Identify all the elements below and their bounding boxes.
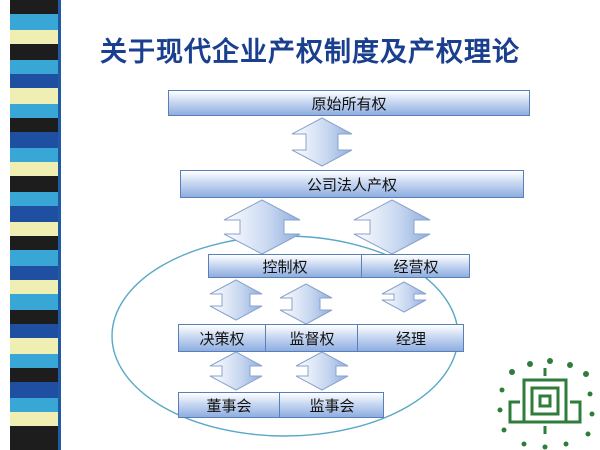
university-seal-icon	[497, 358, 595, 450]
box-label: 原始所有权	[311, 94, 387, 113]
box-label: 决策权	[199, 329, 245, 348]
double-arrow-icon	[295, 351, 349, 391]
decorative-stripe	[0, 0, 61, 450]
boards-row: 董事会 监事会	[178, 392, 384, 418]
double-arrow-icon	[209, 279, 263, 321]
board-of-directors-cell: 董事会	[179, 393, 279, 417]
management-right-cell: 经营权	[361, 255, 470, 277]
decision-supervision-manager-row: 决策权 监督权 经理	[178, 324, 464, 352]
box-label: 监督权	[289, 329, 335, 348]
decision-right-cell: 决策权	[179, 325, 265, 351]
supervision-right-cell: 监督权	[265, 325, 358, 351]
box-label: 监事会	[309, 396, 355, 415]
double-arrow-icon	[209, 351, 263, 391]
control-right-cell: 控制权	[209, 255, 361, 277]
box-label: 控制权	[262, 257, 308, 276]
original-ownership-box: 原始所有权	[168, 90, 530, 116]
box-label: 经理	[395, 329, 426, 348]
slide-title: 关于现代企业产权制度及产权理论	[100, 37, 520, 68]
double-arrow-icon	[353, 199, 431, 255]
double-arrow-icon	[381, 281, 427, 313]
box-label: 公司法人产权	[306, 175, 397, 194]
double-arrow-icon	[279, 283, 333, 325]
control-management-row: 控制权 经营权	[208, 254, 470, 278]
box-label: 董事会	[206, 396, 252, 415]
box-label: 经营权	[393, 257, 439, 276]
corporate-property-box: 公司法人产权	[180, 170, 524, 198]
board-of-supervisors-cell: 监事会	[279, 393, 384, 417]
double-arrow-icon	[291, 117, 353, 167]
manager-cell: 经理	[357, 325, 464, 351]
double-arrow-icon	[223, 199, 301, 255]
